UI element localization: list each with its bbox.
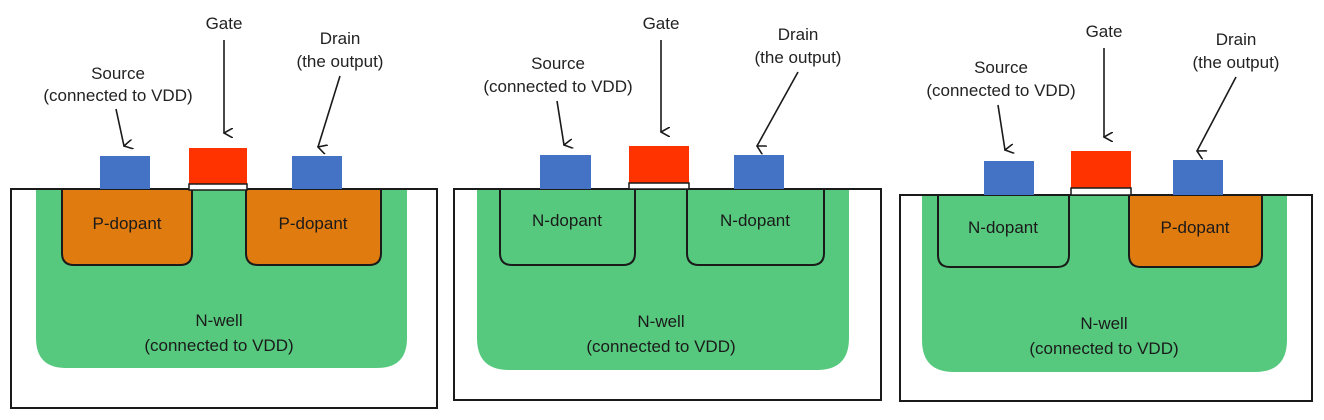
drain-label-line1: Drain — [1216, 30, 1257, 49]
right-dopant-label: N-dopant — [720, 211, 790, 230]
gate-oxide — [188, 183, 248, 191]
source-label-line2: (connected to VDD) — [926, 81, 1075, 100]
gate-electrode — [629, 146, 689, 183]
panel-1: P-dopant P-dopant Gate Source (connected… — [10, 14, 438, 409]
left-dopant-region — [499, 190, 636, 266]
gate-electrode — [189, 148, 247, 184]
n-well-label-line1: N-well — [195, 311, 242, 330]
n-well-label-line2: (connected to VDD) — [144, 336, 293, 355]
source-contact — [984, 161, 1034, 195]
left-dopant-label: N-dopant — [532, 211, 602, 230]
right-dopant-label: P-dopant — [279, 214, 348, 233]
source-arrow — [556, 100, 564, 145]
panel-3: N-dopant P-dopant Gate Source (connected… — [899, 22, 1313, 402]
right-dopant-region — [686, 190, 825, 266]
gate-label: Gate — [643, 14, 680, 33]
drain-label-line2: (the output) — [755, 48, 842, 67]
drain-contact — [1173, 160, 1223, 195]
right-dopant-region — [1128, 196, 1263, 268]
source-contact — [100, 156, 150, 189]
drain-contact — [292, 156, 342, 189]
drain-arrow — [318, 75, 341, 147]
source-arrow — [115, 108, 124, 146]
left-dopant-region — [937, 196, 1070, 268]
right-dopant-label: P-dopant — [1161, 218, 1230, 237]
n-well-label-line1: N-well — [637, 312, 684, 331]
left-dopant-region — [61, 190, 193, 266]
source-arrow — [997, 104, 1005, 150]
right-dopant-region — [245, 190, 382, 266]
drain-label-line2: (the output) — [1193, 53, 1280, 72]
drain-label-line1: Drain — [320, 29, 361, 48]
source-label-line2: (connected to VDD) — [43, 86, 192, 105]
source-label-line1: Source — [974, 58, 1028, 77]
drain-contact — [734, 155, 784, 189]
gate-electrode — [1071, 151, 1131, 188]
gate-label: Gate — [206, 14, 243, 33]
drain-label-line1: Drain — [778, 25, 819, 44]
drain-arrow — [757, 71, 799, 146]
drain-label-line2: (the output) — [297, 52, 384, 71]
panel-2: N-dopant N-dopant Gate Source (connected… — [453, 14, 882, 401]
source-contact — [540, 155, 591, 189]
gate-oxide — [1070, 187, 1132, 196]
left-dopant-label: P-dopant — [93, 214, 162, 233]
n-well-label-line2: (connected to VDD) — [586, 337, 735, 356]
source-label-line2: (connected to VDD) — [483, 77, 632, 96]
drain-arrow — [1197, 76, 1237, 151]
source-label-line1: Source — [531, 54, 585, 73]
gate-label: Gate — [1086, 22, 1123, 41]
n-well-label-line2: (connected to VDD) — [1029, 339, 1178, 358]
n-well-label-line1: N-well — [1080, 314, 1127, 333]
left-dopant-label: N-dopant — [968, 218, 1038, 237]
source-label-line1: Source — [91, 64, 145, 83]
gate-oxide — [628, 182, 690, 190]
